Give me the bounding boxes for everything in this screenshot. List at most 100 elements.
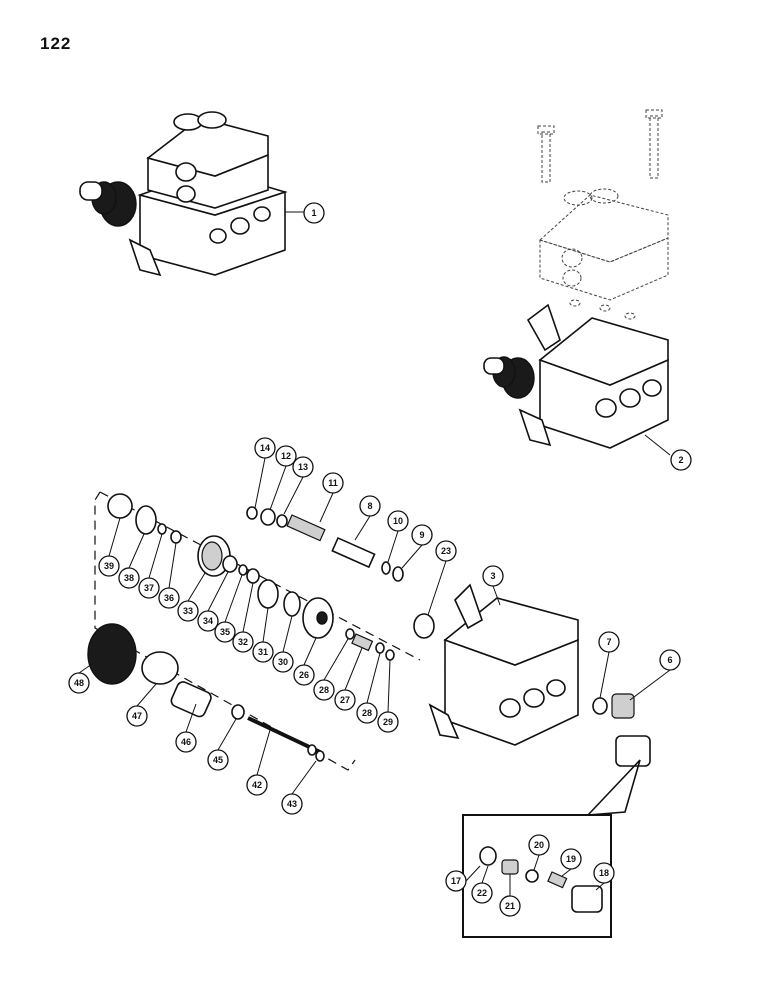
callout-19: 19 (560, 848, 582, 870)
callout-number: 22 (477, 888, 487, 898)
callout-circle (252, 641, 274, 663)
callout-circle (670, 449, 692, 471)
callout-number: 17 (451, 876, 461, 886)
callout-28: 28 (313, 679, 335, 701)
callout-circle (158, 587, 180, 609)
callout-18: 18 (593, 862, 615, 884)
callout-circle (126, 705, 148, 727)
callout-42: 42 (246, 774, 268, 796)
callout-number: 2 (678, 455, 683, 465)
callout-circle (98, 555, 120, 577)
callout-34: 34 (197, 610, 219, 632)
callout-number: 13 (298, 462, 308, 472)
callout-43: 43 (281, 793, 303, 815)
callout-circle (659, 649, 681, 671)
callout-circle (322, 472, 344, 494)
callout-circle (272, 651, 294, 673)
valve-body (428, 583, 579, 746)
callout-number: 42 (252, 780, 262, 790)
callout-number: 45 (213, 755, 223, 765)
callout-circle (411, 524, 433, 546)
callout-3: 3 (482, 565, 504, 587)
callout-30: 30 (272, 651, 294, 673)
callout-number: 12 (281, 451, 291, 461)
callout-number: 21 (505, 901, 515, 911)
callout-number: 28 (319, 685, 329, 695)
callout-45: 45 (207, 749, 229, 771)
callout-9: 9 (411, 524, 433, 546)
callout-number: 35 (220, 627, 230, 637)
callout-circle (303, 202, 325, 224)
callout-circle (471, 882, 493, 904)
callout-29: 29 (377, 711, 399, 733)
callout-circle (334, 689, 356, 711)
callout-number: 19 (566, 854, 576, 864)
callout-35: 35 (214, 621, 236, 643)
callout-47: 47 (126, 705, 148, 727)
callout-circle (138, 577, 160, 599)
callout-number: 7 (606, 637, 611, 647)
callout-circle (232, 631, 254, 653)
page-number: 122 (40, 34, 72, 53)
callout-circle (293, 664, 315, 686)
callout-32: 32 (232, 631, 254, 653)
callout-27: 27 (334, 689, 356, 711)
callout-circle (275, 445, 297, 467)
callout-number: 9 (419, 530, 424, 540)
callout-1: 1 (303, 202, 325, 224)
callout-number: 30 (278, 657, 288, 667)
callout-labels: 1236789101112131417181920212223262728282… (68, 202, 692, 917)
callout-number: 11 (328, 478, 338, 488)
callout-12: 12 (275, 445, 297, 467)
callout-number: 39 (104, 561, 114, 571)
callout-circle (377, 711, 399, 733)
callout-circle (214, 621, 236, 643)
callout-number: 18 (599, 868, 609, 878)
callout-circle (499, 895, 521, 917)
relief-fitting-group (462, 651, 671, 938)
callout-23: 23 (435, 540, 457, 562)
callout-39: 39 (98, 555, 120, 577)
callout-circle (560, 848, 582, 870)
callout-number: 28 (362, 708, 372, 718)
callout-number: 26 (299, 670, 309, 680)
callout-20: 20 (528, 834, 550, 856)
callout-circle (281, 793, 303, 815)
callout-number: 37 (144, 583, 154, 593)
callout-number: 46 (181, 737, 191, 747)
callout-number: 14 (260, 443, 270, 453)
callout-number: 32 (238, 637, 248, 647)
callout-circle (68, 672, 90, 694)
valve-assembly-complete (79, 111, 304, 277)
callout-36: 36 (158, 587, 180, 609)
callout-circle (593, 862, 615, 884)
callout-number: 36 (164, 593, 174, 603)
callout-number: 6 (667, 655, 672, 665)
callout-46: 46 (175, 731, 197, 753)
callout-21: 21 (499, 895, 521, 917)
callout-26: 26 (293, 664, 315, 686)
left-parts-group (78, 491, 421, 795)
callout-8: 8 (359, 495, 381, 517)
callout-22: 22 (471, 882, 493, 904)
callout-circle (598, 631, 620, 653)
callout-33: 33 (177, 600, 199, 622)
callout-14: 14 (254, 437, 276, 459)
callout-circle (254, 437, 276, 459)
callout-number: 20 (534, 840, 544, 850)
spool-group (246, 457, 447, 639)
callout-48: 48 (68, 672, 90, 694)
callout-31: 31 (252, 641, 274, 663)
callout-circle (359, 495, 381, 517)
callout-circle (175, 731, 197, 753)
callout-number: 27 (340, 695, 350, 705)
callout-number: 48 (74, 678, 84, 688)
callout-circle (292, 456, 314, 478)
callout-7: 7 (598, 631, 620, 653)
callout-2: 2 (670, 449, 692, 471)
callout-circle (246, 774, 268, 796)
callout-13: 13 (292, 456, 314, 478)
callout-circle (197, 610, 219, 632)
callout-37: 37 (138, 577, 160, 599)
